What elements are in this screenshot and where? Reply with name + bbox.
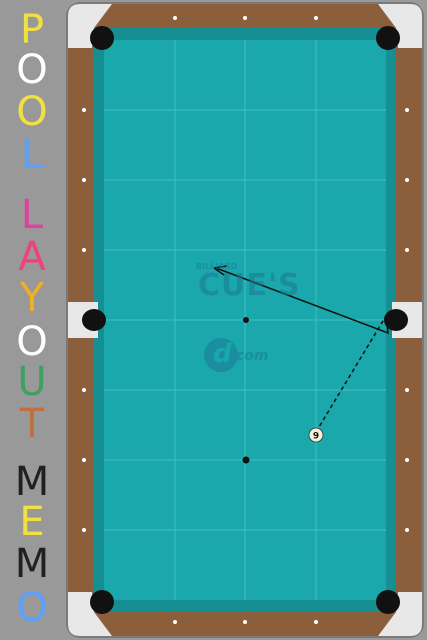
center-spot <box>243 317 249 323</box>
title-letter: Y <box>19 275 45 321</box>
pockets <box>82 26 408 614</box>
foot-spot <box>242 456 250 464</box>
title-sidebar <box>0 0 64 640</box>
rail-diamonds <box>82 16 409 624</box>
title-letter: L <box>20 192 44 238</box>
title-letter: O <box>16 47 48 93</box>
cue-path-arrowhead <box>213 265 228 276</box>
title-letter: T <box>19 401 45 447</box>
title-letter: M <box>14 459 50 505</box>
title-letter: M <box>14 541 50 587</box>
pocket-middle-right <box>384 309 408 331</box>
title-letter: L <box>20 132 44 178</box>
pocket-middle-left <box>82 309 106 331</box>
ball-9[interactable]: 9 <box>308 427 324 443</box>
pool-table[interactable]: 9 <box>64 0 427 640</box>
title-letter: O <box>16 89 48 135</box>
title-letter: O <box>16 319 48 365</box>
title-letter: E <box>19 499 45 545</box>
title-letter: O <box>16 585 48 631</box>
pocket-top-left <box>90 26 114 50</box>
pocket-bottom-right <box>376 590 400 614</box>
ball-path-line <box>315 315 387 433</box>
pocket-bottom-left <box>90 590 114 614</box>
ball-9-number: 9 <box>313 432 319 442</box>
title-letter: A <box>18 234 46 280</box>
title-letter: P <box>19 7 45 53</box>
cue-path-line <box>215 267 389 335</box>
pocket-top-right <box>376 26 400 50</box>
title-letter: U <box>17 359 47 405</box>
